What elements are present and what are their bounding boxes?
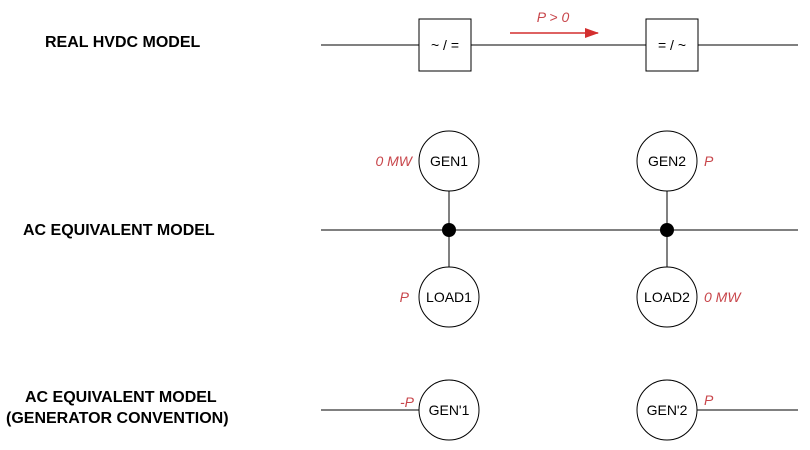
gen1-value: 0 MW — [375, 153, 413, 169]
load2-value: 0 MW — [704, 289, 742, 305]
gen2-circle — [636, 130, 698, 192]
load1-circle — [418, 266, 480, 328]
gen-prime1-label: GEN'1 — [429, 402, 470, 418]
converter-dc-ac — [645, 18, 699, 72]
load2-circle — [636, 266, 698, 328]
gen-prime2-circle — [636, 379, 698, 441]
label-ac-equivalent-gen-line1: AC EQUIVALENT MODEL — [25, 389, 217, 406]
label-ac-equivalent-gen-line2: (GENERATOR CONVENTION) — [6, 410, 229, 427]
gen-prime1-circle — [418, 379, 480, 441]
gen-prime2-label: GEN'2 — [647, 402, 688, 418]
load2-label: LOAD2 — [644, 289, 690, 305]
gen2-label: GEN2 — [648, 153, 686, 169]
bus2-node — [660, 223, 674, 237]
converter-ac-dc-label: ~ / = — [431, 37, 459, 53]
power-flow-label: P > 0 — [537, 9, 570, 25]
label-ac-equivalent: AC EQUIVALENT MODEL — [23, 222, 215, 239]
gen-prime1-value: -P — [400, 394, 415, 410]
label-real-hvdc: REAL HVDC MODEL — [45, 34, 200, 51]
gen1-circle — [418, 130, 480, 192]
bus1-node — [442, 223, 456, 237]
load1-label: LOAD1 — [426, 289, 472, 305]
gen2-value: P — [704, 153, 714, 169]
converter-dc-ac-label: = / ~ — [658, 37, 686, 53]
gen1-label: GEN1 — [430, 153, 468, 169]
load1-value: P — [400, 289, 410, 305]
gen-prime2-value: P — [704, 392, 714, 408]
